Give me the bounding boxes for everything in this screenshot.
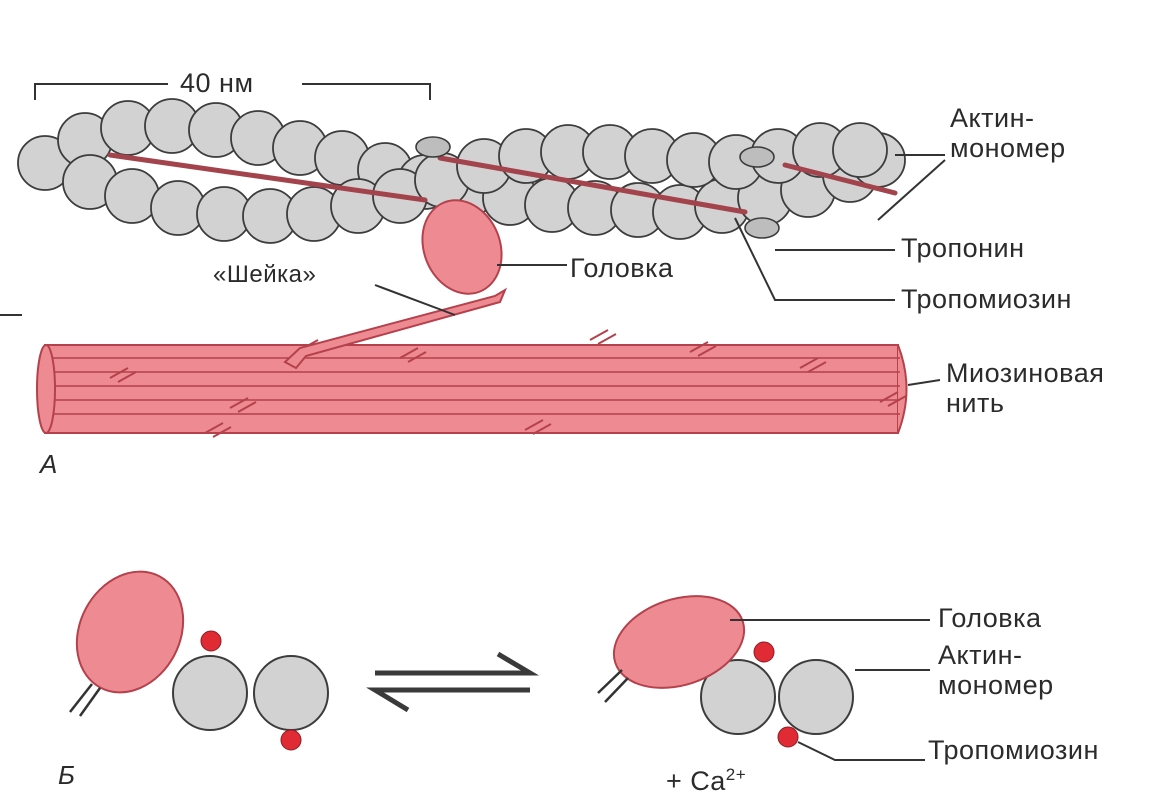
scale-bar-left bbox=[35, 84, 168, 100]
tropomyosin-label-b: Тропомиозин bbox=[928, 735, 1099, 765]
panel-b-left-state bbox=[56, 553, 328, 750]
panel-b-right-state bbox=[598, 580, 853, 747]
calcium-symbol: + Ca bbox=[666, 766, 726, 796]
equilibrium-arrows-icon bbox=[375, 654, 530, 710]
actin-monomer-label-a: Актин- мономер bbox=[950, 103, 1066, 163]
myosin-neck-b1 bbox=[70, 684, 100, 716]
panel-b-letter: Б bbox=[58, 761, 75, 790]
actin-monomer-bead-22 bbox=[105, 169, 159, 223]
panel-a-letter: А bbox=[40, 450, 58, 479]
reverse-arrow bbox=[375, 690, 530, 710]
myosin-filament-label: Миозиновая нить bbox=[946, 358, 1104, 418]
myosin-head-label-a: Головка bbox=[570, 253, 674, 283]
actin-monomer-b2-right bbox=[779, 660, 853, 734]
scale-bar-label: 40 нм bbox=[180, 68, 254, 98]
actin-monomer-bead-39 bbox=[833, 123, 887, 177]
tropomyosin-label-a: Тропомиозин bbox=[901, 284, 1072, 314]
forward-arrow bbox=[375, 654, 530, 673]
actin-monomer-label-b: Актин- мономер bbox=[938, 640, 1054, 700]
actin-monomer-b1-right bbox=[254, 656, 328, 730]
tropomyosin-dot-b1-bottom bbox=[281, 730, 301, 750]
troponin-unit-1 bbox=[740, 147, 774, 167]
leader-tropomyosin-b bbox=[798, 742, 925, 760]
myosin-head-label-b: Головка bbox=[938, 603, 1042, 633]
troponin-label: Тропонин bbox=[901, 233, 1025, 263]
actin-monomer-b1-left bbox=[173, 656, 247, 730]
calcium-label: + Ca2+ bbox=[666, 765, 746, 796]
troponin-unit-2 bbox=[745, 218, 779, 238]
myosin-filament bbox=[37, 290, 907, 437]
calcium-charge: 2+ bbox=[726, 765, 746, 784]
neck-label: «Шейка» bbox=[213, 262, 316, 289]
myosin-filament-end-left bbox=[37, 345, 55, 433]
myosin-surface-mark-5 bbox=[590, 330, 616, 344]
tropomyosin-dot-b2-top bbox=[754, 642, 774, 662]
tropomyosin-dot-b1-top bbox=[201, 631, 221, 651]
leader-myosin-filament bbox=[908, 380, 940, 385]
tropomyosin-dot-b2-bottom bbox=[778, 727, 798, 747]
troponin-unit-0 bbox=[416, 137, 450, 157]
leader-neck bbox=[375, 285, 455, 315]
scale-bar-right bbox=[302, 84, 430, 100]
